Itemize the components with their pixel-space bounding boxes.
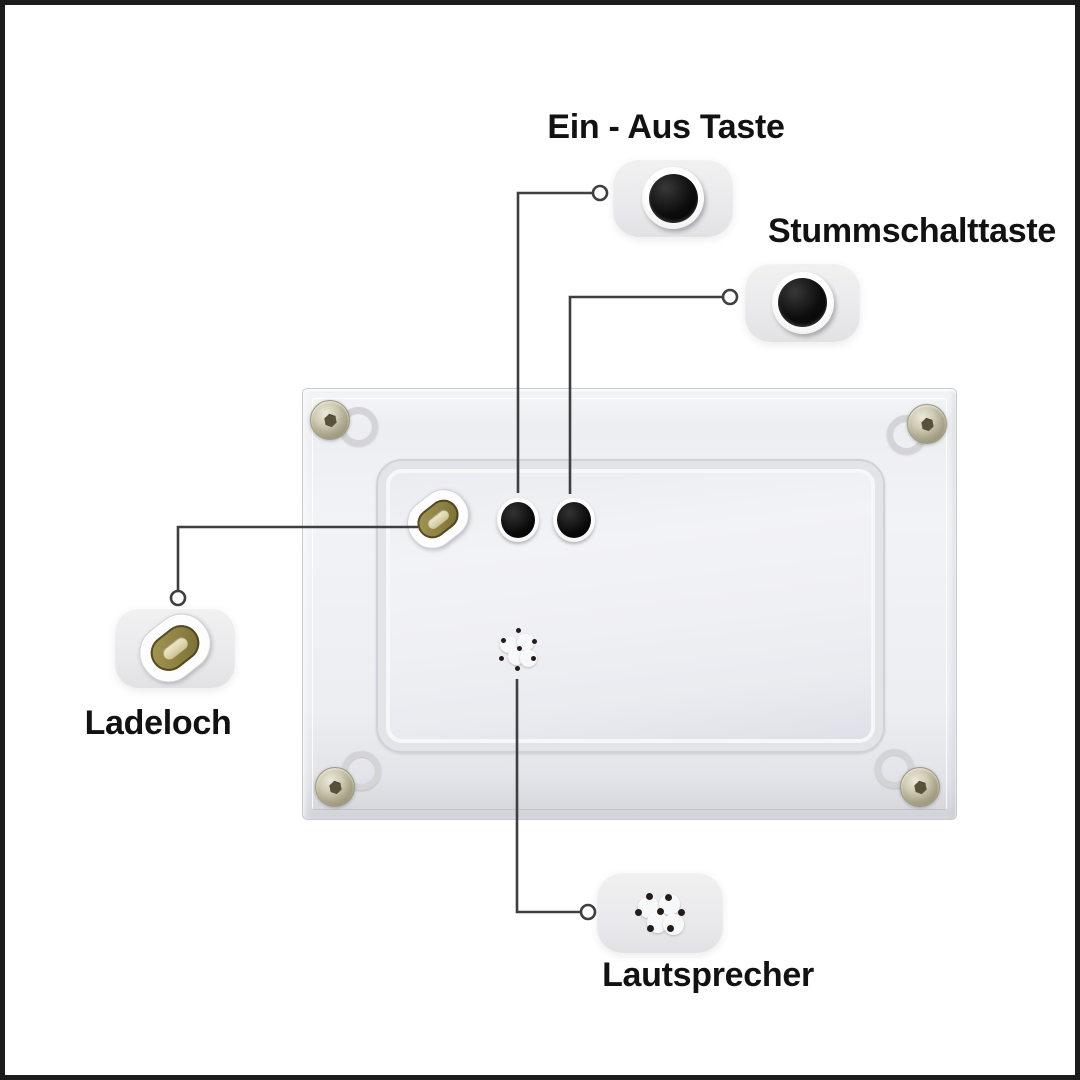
screw-top-right: [907, 404, 947, 444]
speaker-callout: [597, 872, 723, 953]
acrylic-bevel-edge: [312, 398, 947, 810]
charging-port-callout: [115, 602, 235, 694]
charging-callout-line: [176, 525, 418, 590]
speaker-label: Lautsprecher: [602, 956, 814, 994]
charging-callout-endpoint: [169, 589, 187, 607]
power-callout-endpoint: [591, 184, 609, 202]
mute-button-cap: [557, 502, 591, 538]
speaker-grille: [490, 621, 546, 677]
speaker-grille-icon: [624, 877, 696, 949]
power-callout-line: [516, 191, 593, 493]
power-button-label: Ein - Aus Taste: [547, 108, 785, 146]
device-back-acrylic-frame: [302, 388, 957, 820]
mute-callout-endpoint: [721, 288, 739, 306]
speaker-callout-line: [515, 679, 580, 914]
mute-button-label: Stummschalttaste: [767, 212, 1057, 250]
speaker-callout-endpoint: [579, 903, 597, 921]
mute-button-callout: [745, 263, 860, 342]
power-button-icon: [642, 167, 704, 229]
mute-button-icon: [771, 271, 834, 334]
mute-callout-line: [568, 295, 723, 494]
power-button-cap: [501, 502, 535, 538]
charging-port-label: Ladeloch: [84, 704, 232, 742]
screw-bottom-right: [900, 767, 940, 807]
screw-top-left: [310, 400, 350, 440]
power-button-callout: [613, 159, 733, 237]
mute-button: [553, 498, 595, 542]
charging-port-icon: [127, 602, 223, 694]
power-button: [497, 498, 539, 542]
screw-bottom-left: [315, 767, 355, 807]
